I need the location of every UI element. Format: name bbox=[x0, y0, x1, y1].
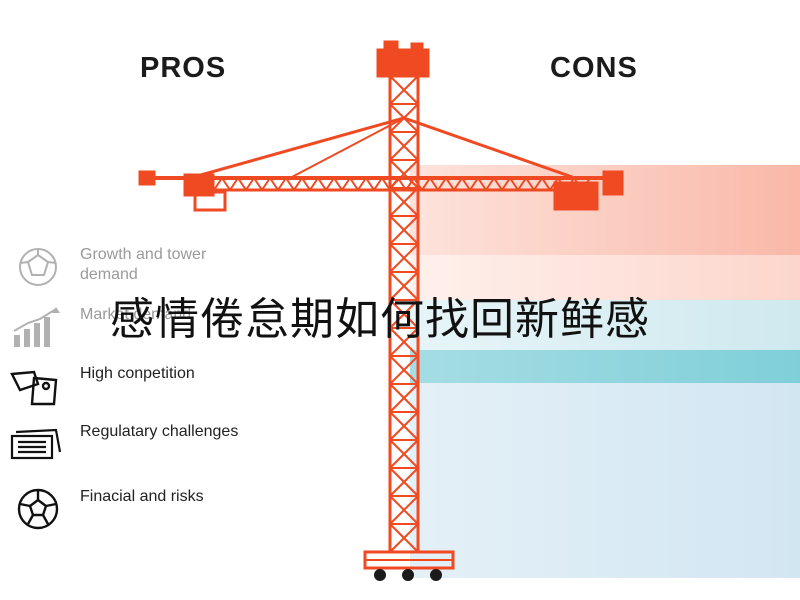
document-stack-icon bbox=[10, 428, 62, 460]
list-item-label: Finacial and risks bbox=[80, 488, 204, 505]
network-ball-icon bbox=[19, 248, 57, 286]
list-item-label: High conpetition bbox=[80, 365, 195, 382]
crane-wheel bbox=[430, 569, 442, 581]
list-item: Market demand bbox=[8, 305, 260, 349]
cons-band-teal bbox=[410, 350, 800, 383]
list-item: High conpetition bbox=[8, 364, 260, 408]
list-item-label: Market demand bbox=[80, 306, 192, 323]
crane-wheel bbox=[402, 569, 414, 581]
cons-band-blue bbox=[410, 383, 800, 578]
list-item: Finacial and risks bbox=[8, 487, 260, 531]
crane-wheel bbox=[374, 569, 386, 581]
crane-cab bbox=[376, 48, 430, 78]
price-tag-icon bbox=[10, 370, 58, 406]
pros-heading: PROS bbox=[140, 52, 227, 84]
cons-band-light-red bbox=[410, 255, 800, 300]
list-item: Regulatary challenges bbox=[8, 422, 260, 466]
soccer-ball-icon bbox=[17, 488, 59, 530]
overlay-title: 感情倦怠期如何找回新鲜感 bbox=[110, 295, 650, 344]
list-item: Growth and tower demand bbox=[8, 245, 260, 289]
cons-band-light-teal bbox=[410, 300, 800, 350]
list-item-label: Growth and tower demand bbox=[80, 246, 207, 283]
crane-counterweight bbox=[553, 181, 599, 211]
bar-chart-growth-icon bbox=[13, 307, 60, 347]
cons-heading: CONS bbox=[550, 52, 638, 84]
list-item-label: Regulatary challenges bbox=[80, 423, 239, 440]
